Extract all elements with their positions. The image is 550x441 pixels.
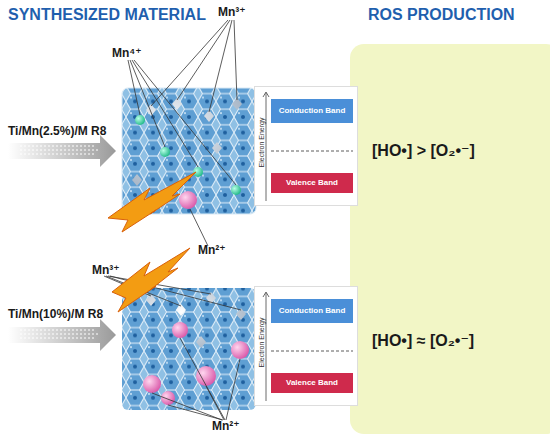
section-title: SYNTHESIZED MATERIAL <box>8 6 206 24</box>
band-label: Valence Band <box>271 179 353 188</box>
ion-label: Mn³⁺ <box>92 264 120 277</box>
band-label: Valence Band <box>271 379 353 388</box>
valence-band: Valence Band <box>271 373 353 393</box>
ros-result: [HO•] ≈ [O₂•⁻] <box>372 332 474 350</box>
axis-label: Electron Energy <box>258 113 265 173</box>
ion-label: Mn²⁺ <box>198 244 226 257</box>
sample-name: Ti/Mn(2.5%)/M R8 <box>8 125 106 138</box>
conduction-band: Conduction Band <box>271 99 353 123</box>
band-label: Conduction Band <box>271 107 353 116</box>
input-arrows <box>8 135 116 351</box>
leader-lines <box>104 20 241 420</box>
conduction-band: Conduction Band <box>271 299 353 323</box>
sample-name: Ti/Mn(10%)/M R8 <box>8 308 103 321</box>
ion-label: Mn²⁺ <box>212 420 240 433</box>
band-diagram: Electron Energy Conduction BandValence Ba… <box>254 86 358 206</box>
ion-label: Mn⁴⁺ <box>112 47 142 60</box>
lightning-bolt <box>108 172 196 312</box>
ion-label: Mn³⁺ <box>218 6 246 19</box>
band-diagram: Electron Energy Conduction BandValence Ba… <box>254 286 358 406</box>
section-title: ROS PRODUCTION <box>368 6 515 24</box>
axis-label: Electron Energy <box>258 313 265 373</box>
material-bottom <box>122 288 256 410</box>
valence-band: Valence Band <box>271 173 353 193</box>
ros-panel <box>350 44 550 434</box>
ros-result: [HO•] > [O₂•⁻] <box>372 142 475 160</box>
band-label: Conduction Band <box>271 307 353 316</box>
